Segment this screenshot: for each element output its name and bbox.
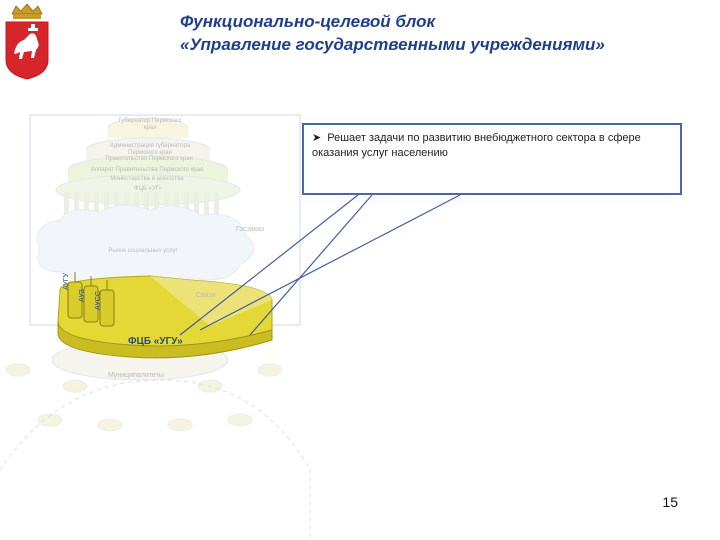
- arrow-bullet-icon: ➤: [312, 132, 322, 144]
- cylinder-label-auz: АУЗ: [79, 289, 86, 302]
- fcb-ugu-label: ФЦБ «УГУ»: [128, 336, 183, 347]
- org-structure-diagram: [0, 114, 461, 540]
- slide-title-line-1: Функционально-целевой блок: [180, 12, 436, 31]
- page-number: 15: [662, 494, 678, 510]
- faded-label-ministries: Министерства и агентства: [110, 176, 184, 182]
- cylinder-label-augu: АУГУ: [63, 272, 70, 290]
- callout-pointer: [179, 194, 461, 336]
- slide-title: Функционально-целевой блок «Управление г…: [180, 10, 700, 56]
- callout-text-content: Решает задачи по развитию внебюджетного …: [312, 132, 641, 159]
- faded-label-governor: Губернатор Пермского края: [118, 118, 182, 131]
- faded-building: [0, 117, 311, 540]
- callout-text: ➤Решает задачи по развитию внебюджетного…: [312, 131, 672, 161]
- faded-label-goszakaz: Госзаказ: [236, 226, 265, 233]
- perm-krai-coat-of-arms-icon: [5, 3, 49, 80]
- faded-label-fcb-ug: ФЦБ «УГ»: [134, 186, 162, 192]
- faded-label-links: Связи: [196, 292, 216, 299]
- faded-label-apparat: Аппарат Правительства Пермского края: [90, 167, 204, 173]
- faded-label-government: Правительство Пермского края: [105, 156, 193, 162]
- callout-box: ➤Решает задачи по развитию внебюджетного…: [302, 123, 682, 195]
- slide-title-line-2: «Управление государственными учреждениям…: [180, 35, 605, 54]
- fcb-ugu-block: [57, 272, 273, 359]
- cylinder-label-auss: АУСС: [95, 291, 102, 310]
- faded-label-market: Рынок социальных услуг: [108, 248, 178, 254]
- faded-label-gov-admin: Администрация губернатора Пермского края: [109, 143, 191, 156]
- faded-label-municipalities: Муниципалитеты: [108, 372, 164, 379]
